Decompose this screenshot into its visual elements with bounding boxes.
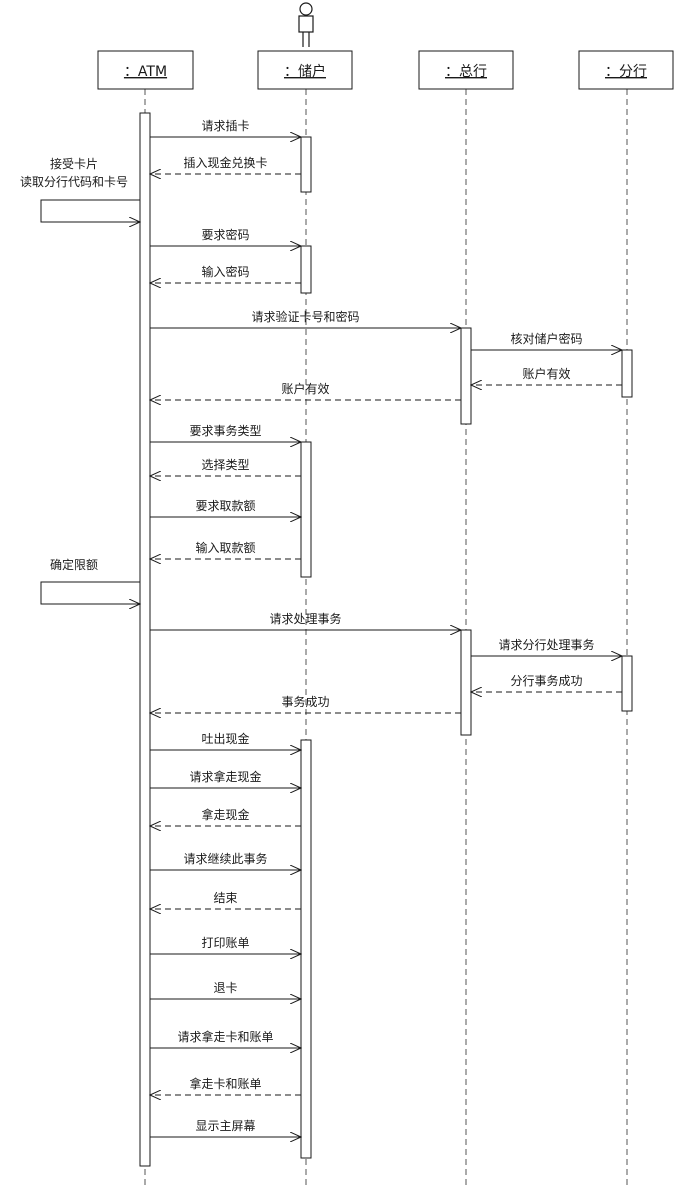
message-26: 拿走卡和账单 <box>150 1076 301 1095</box>
self-message-arrow <box>40 581 140 604</box>
message-24: 退卡 <box>150 981 301 999</box>
participant-label: ：分行 <box>605 64 647 80</box>
message-label: 账户有效 <box>281 381 329 396</box>
message-label: 请求验证卡号和密码 <box>251 309 359 324</box>
message-label: 请求插卡 <box>201 119 249 133</box>
message-3: 要求密码 <box>150 227 301 246</box>
participant-atm: ：ATM <box>97 50 194 90</box>
message-7: 账户有效 <box>471 366 622 385</box>
message-label: 拿走卡和账单 <box>189 1076 261 1091</box>
participant-hq: ：总行 <box>418 50 514 90</box>
message-8: 账户有效 <box>150 381 461 400</box>
participant-box <box>418 50 514 90</box>
participant-label: ：储户 <box>284 63 326 80</box>
message-6: 核对储户密码 <box>471 331 622 350</box>
message-25: 请求拿走卡和账单 <box>150 1029 301 1048</box>
activation-bar-user <box>300 441 312 578</box>
message-label: 显示主屏幕 <box>195 1119 255 1133</box>
message-4: 输入密码 <box>150 264 301 283</box>
message-9: 要求事务类型 <box>150 423 301 442</box>
participant-user: ：储户 <box>257 2 353 90</box>
activation-bar-hq <box>460 629 472 736</box>
self-message-arrow <box>40 199 140 222</box>
message-label: 事务成功 <box>281 694 329 709</box>
message-label: 请求拿走现金 <box>189 769 261 784</box>
message-label: 读取分行代码和卡号 <box>20 175 128 189</box>
participant-label: ：ATM <box>124 64 167 80</box>
message-23: 打印账单 <box>150 936 301 954</box>
message-label: 拿走现金 <box>201 807 249 822</box>
stick-figure-icon <box>298 2 314 47</box>
participant-box <box>97 50 194 90</box>
activation-bar-user <box>300 245 312 294</box>
message-17: 事务成功 <box>150 694 461 713</box>
message-12: 输入取款额 <box>150 540 301 559</box>
activation-bar-user <box>300 739 312 1159</box>
activation-bar-atm <box>139 112 151 1167</box>
message-label: 分行事务成功 <box>510 673 582 688</box>
message-10: 选择类型 <box>150 458 301 476</box>
message-label: 输入取款额 <box>195 540 255 555</box>
message-label: 退卡 <box>213 981 237 995</box>
message-0: 请求插卡 <box>150 119 301 137</box>
message-15: 请求分行处理事务 <box>471 637 622 656</box>
message-label: 选择类型 <box>201 458 249 472</box>
message-label: 请求处理事务 <box>269 611 341 626</box>
message-label: 账户有效 <box>522 366 570 381</box>
activation-bar-user <box>300 136 312 193</box>
message-label: 吐出现金 <box>201 731 249 746</box>
message-1: 插入现金兑换卡 <box>150 155 301 174</box>
activation-bar-hq <box>460 327 472 425</box>
message-label: 确定限额 <box>50 557 98 572</box>
participant-branch: ：分行 <box>578 50 674 90</box>
message-16: 分行事务成功 <box>471 673 622 692</box>
message-label: 输入密码 <box>201 264 249 279</box>
message-label: 要求密码 <box>201 227 249 242</box>
message-label: 请求继续此事务 <box>183 851 267 866</box>
message-19: 请求拿走现金 <box>150 769 301 788</box>
message-label: 请求分行处理事务 <box>498 637 594 652</box>
message-18: 吐出现金 <box>150 731 301 750</box>
message-11: 要求取款额 <box>150 499 301 517</box>
message-label: 要求取款额 <box>195 499 255 513</box>
message-label: 打印账单 <box>201 936 249 950</box>
participant-label: ：总行 <box>445 64 487 80</box>
message-21: 请求继续此事务 <box>150 851 301 870</box>
message-label: 要求事务类型 <box>189 423 261 438</box>
message-label: 结束 <box>213 891 237 905</box>
message-14: 请求处理事务 <box>150 611 461 630</box>
message-22: 结束 <box>150 891 301 909</box>
message-label: 核对储户密码 <box>510 331 582 346</box>
message-label: 请求拿走卡和账单 <box>177 1029 273 1044</box>
message-27: 显示主屏幕 <box>150 1119 301 1137</box>
activation-bar-branch <box>621 349 633 398</box>
message-5: 请求验证卡号和密码 <box>150 309 461 328</box>
message-label: 插入现金兑换卡 <box>183 155 267 170</box>
participant-box <box>578 50 674 90</box>
message-label: 接受卡片 <box>50 156 98 171</box>
message-20: 拿走现金 <box>150 807 301 826</box>
message-13: 确定限额 <box>40 557 140 604</box>
participant-box <box>257 50 353 90</box>
activation-bar-branch <box>621 655 633 712</box>
